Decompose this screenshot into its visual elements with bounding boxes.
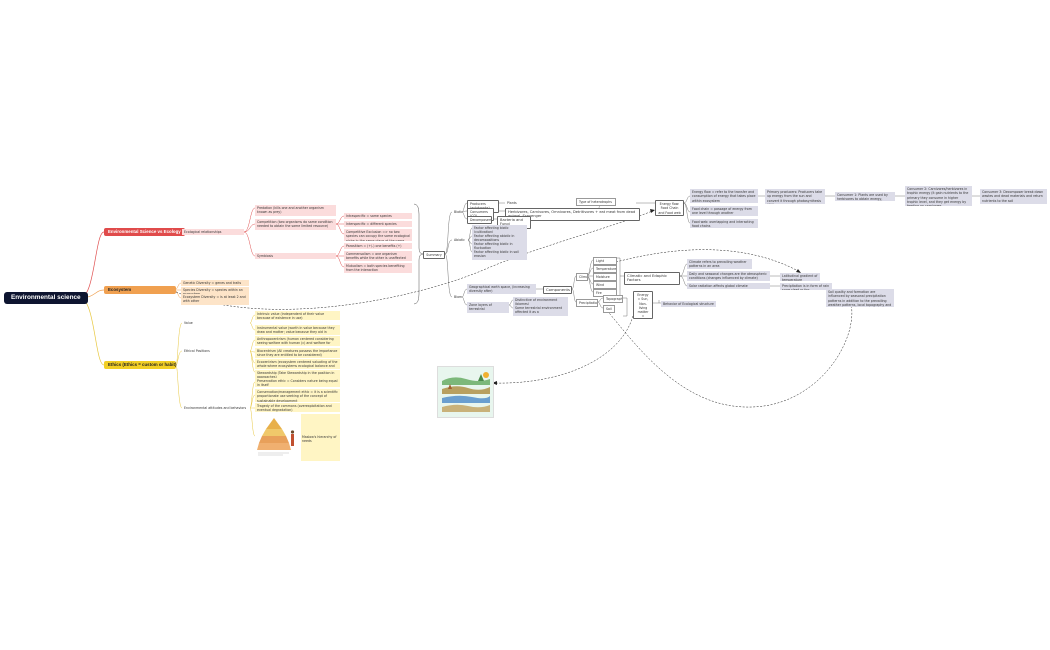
predation-node[interactable]: Predation (kills one and another organis… — [255, 205, 336, 216]
ecosystem-diversity-node[interactable]: Ecosystem Diversity = is at least 2 and … — [181, 294, 249, 305]
latitudinal-node[interactable]: Latitudinal gradient of temperature diff… — [780, 273, 820, 281]
energy-matter-node[interactable]: Energy = Sun, Non-living matter = atmosp… — [633, 291, 653, 319]
distinctive-environment-node[interactable]: Distinctive of environment (biomes) — [513, 297, 568, 308]
terrestrial-environment-node[interactable]: Some terrestrial environment affected it… — [513, 305, 568, 316]
instrumental-value-node[interactable]: Instrumental value (worth in value becau… — [255, 325, 340, 335]
maslow-box: Maslow's hierarchy of needs — [255, 414, 340, 461]
ecocentrism-node[interactable]: Ecocentrism (ecosystem centered valuatin… — [255, 359, 340, 369]
moisture-node[interactable]: Moisture — [593, 273, 617, 282]
topography-node[interactable]: Topography — [603, 295, 623, 304]
commensalism-node[interactable]: Commensalism = one organism benefits whi… — [344, 251, 412, 261]
zone-layers-node[interactable]: Zone layers of terrestrial — [467, 302, 509, 313]
trophic-consumer3-node[interactable]: Consumer 3: Decomposer break down wastes… — [980, 189, 1047, 204]
soil-quality-node[interactable]: Soil quality and formation are influence… — [826, 289, 894, 307]
maslow-pyramid-image — [255, 414, 301, 461]
intraspecific-node[interactable]: Intraspecific = same species — [344, 213, 412, 220]
abiotic-factor-1[interactable]: Factor affecting biotic (cultivation) — [472, 225, 527, 236]
biomes-group[interactable]: Biomes — [452, 294, 462, 301]
value-group[interactable]: Value — [182, 320, 250, 327]
abiotic-group[interactable]: Abiotic — [452, 237, 468, 244]
genetic-diversity-node[interactable]: Genetic Diversity = genes and traits — [181, 280, 249, 287]
ecological-relationships-node[interactable]: Ecological relationships — [182, 229, 244, 236]
precipitation-form-node[interactable]: Precipitation is in form of rain snow sl… — [780, 283, 832, 290]
climate-node[interactable]: Climate — [576, 273, 588, 282]
mutualism-node[interactable]: Mutualism = both species benefiting from… — [344, 263, 412, 273]
preservation-ethic-node[interactable]: Preservation ethic = Considers nature be… — [255, 378, 340, 387]
components-node[interactable]: Components — [543, 286, 572, 295]
climatic-edaphic-node[interactable]: Climatic and Edaphic Factors — [624, 272, 680, 285]
trophic-consumer2-node[interactable]: Consumer 2: Carnivores/herbivores in tro… — [905, 186, 972, 206]
energy-note-3[interactable]: Food web: overlapping and interacting fo… — [690, 219, 758, 228]
biome-layers-icon — [438, 367, 493, 417]
competitive-exclusion-node[interactable]: Competitive Exclusion => no two species … — [344, 229, 412, 241]
summary-node[interactable]: Summary — [423, 251, 445, 260]
conservation-ethic-node[interactable]: Conservation/management ethic = it is a … — [255, 389, 340, 402]
ethics-branch[interactable]: Ethics (Ethics = custom or habit) — [104, 361, 176, 369]
abiotic-factor-3[interactable]: Factor affecting biotic in fluctuation — [472, 241, 527, 252]
energy-note-2[interactable]: Food chain = passage of energy from one … — [690, 206, 758, 216]
geographical-space-node[interactable]: Geographical earth space, (increasing di… — [467, 284, 536, 294]
parasitism-node[interactable]: Parasitism = (+/-) one benefits (+) — [344, 243, 412, 250]
trophic-primary-node[interactable]: Primary producers: Producers take up ene… — [765, 189, 825, 204]
ethical-positions-group[interactable]: Ethical Positions — [182, 348, 250, 355]
interspecific-node[interactable]: Interspecific = different species — [344, 221, 412, 228]
trophic-consumer1-node[interactable]: Consumer 1: Plants are used by herbivore… — [835, 192, 895, 201]
tragedy-commons-node[interactable]: Tragedy of the commons (overexploitation… — [255, 403, 340, 412]
plants-node[interactable]: Plants — [505, 200, 519, 207]
root-node[interactable]: Environmental science — [4, 292, 88, 304]
competition-node[interactable]: Competition (two organisms do same condi… — [255, 219, 336, 230]
biocentrism-node[interactable]: Biocentrism (All creatures possess the i… — [255, 348, 340, 358]
climate-note-3[interactable]: Solar radiation affects global climate — [687, 283, 770, 290]
precipitation-node[interactable]: Precipitation — [576, 299, 598, 308]
anthropocentrism-node[interactable]: Anthropocentrism (human centered conside… — [255, 336, 340, 346]
heterotroph-label[interactable]: Type of heterotrophs — [576, 198, 616, 207]
climate-note-2[interactable]: Daily and seasonal changes are the atmos… — [687, 271, 770, 281]
abiotic-factor-2[interactable]: Factor affecting abiotic in decompositio… — [472, 233, 527, 244]
wind-node[interactable]: Wind — [593, 281, 617, 290]
climate-note-1[interactable]: Climate refers to prevailing weather pat… — [687, 259, 752, 269]
behavior-node[interactable]: Behavior of Ecological structure — [661, 301, 716, 308]
intrinsic-value-node[interactable]: Intrinsic value (independent of their va… — [255, 311, 340, 320]
attitudes-group[interactable]: Environmental attitudes and behaviors — [182, 405, 250, 412]
ecology-branch[interactable]: Environmental Science vs Ecology — [104, 228, 185, 236]
energy-flow-node[interactable]: Energy flow: Food Chain and Food web — [655, 200, 684, 216]
decomposers-node[interactable]: Decomposers — [467, 216, 492, 225]
abiotic-factor-4[interactable]: Factor affecting biotic in soil erosion — [472, 249, 527, 260]
ecosystem-branch[interactable]: Ecosystem — [104, 286, 176, 294]
light-node[interactable]: Light — [593, 257, 617, 266]
temperature-node[interactable]: Temperature — [593, 265, 617, 274]
stewardship-node[interactable]: Stewardship (Take Stewardship in the pos… — [255, 370, 340, 381]
symbiosis-node[interactable]: Symbiosis — [255, 253, 336, 260]
maslow-label: Maslow's hierarchy of needs — [302, 435, 337, 444]
energy-note-1[interactable]: Energy flow = refer to the transfer and … — [690, 189, 758, 203]
biotic-group[interactable]: Biotic — [452, 209, 462, 216]
soil-node[interactable]: Soil — [603, 305, 615, 314]
biome-layers-image — [437, 366, 494, 418]
